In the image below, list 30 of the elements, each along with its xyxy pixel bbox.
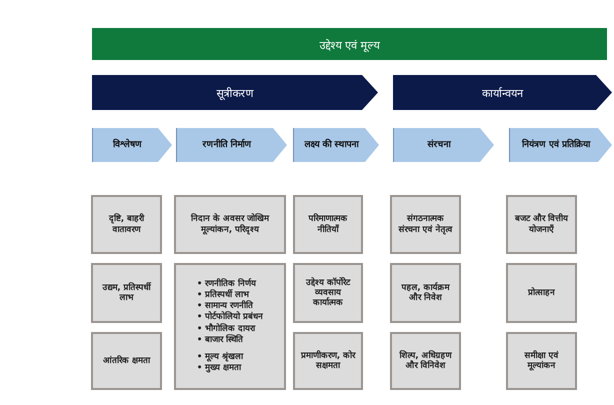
- text-box: प्रमाणीकरण, कोर सक्षमता: [293, 332, 363, 390]
- step-banner: नियंत्रण एवं प्रतिक्रिया: [509, 128, 612, 162]
- bullet-item: • मुख्य क्षमता: [196, 362, 242, 374]
- text-box: उद्देश्य कॉर्पोरेट व्यवसाय कार्यात्मक: [293, 263, 363, 323]
- bullet-item: • बाजार स्थिति: [196, 334, 244, 346]
- title-bar: उद्देश्य एवं मूल्य: [92, 28, 607, 60]
- bullet-item: • सामान्य रणनीति: [196, 301, 254, 312]
- text-box: प्रोत्साहन: [506, 263, 577, 323]
- bullet-item: • रणनीतिक निर्णय: [196, 279, 258, 290]
- text-box: शिल्प, अधिग्रहण और विनिवेश: [390, 332, 461, 390]
- text-box: परिमाणात्मक नीतियाँ: [293, 195, 363, 254]
- step-banner: संरचना: [393, 128, 494, 162]
- bullet-item: • मूल्य श्रृंखला: [196, 352, 244, 363]
- text-box: निदान के अवसर जोखिम मूल्यांकन, परिदृश्य: [174, 195, 286, 254]
- bullet-item: • प्रतिस्पर्धी लाभ: [196, 290, 250, 300]
- step-banner: रणनीति निर्माण: [176, 128, 287, 162]
- bullet-item: • भौगोलिक दायरा: [196, 324, 256, 334]
- text-box: आंतरिक क्षमता: [91, 332, 162, 390]
- phase-banner: सूत्रीकरण: [92, 75, 378, 110]
- text-box: समीक्षा एवं मूल्यांकन: [506, 332, 577, 390]
- phase-banner: कार्यान्वयन: [393, 75, 612, 110]
- text-box: दृष्टि, बाहरी वातावरण: [91, 195, 162, 254]
- list-box: [174, 263, 286, 390]
- bullet-item: • पोर्टफोलियो प्रबंधन: [196, 312, 264, 323]
- step-banner: विश्लेषण: [92, 128, 172, 162]
- text-box: बजट और वित्तीय योजनाएँ: [506, 195, 577, 254]
- text-box: पहल, कार्यक्रम और निवेश: [390, 263, 461, 323]
- text-box: संगठनात्मक संरचना एवं नेतृत्व: [390, 195, 461, 254]
- text-box: उद्यम, प्रतिस्पर्धी लाभ: [91, 263, 162, 323]
- step-banner: लक्ष्य की स्थापना: [293, 128, 379, 162]
